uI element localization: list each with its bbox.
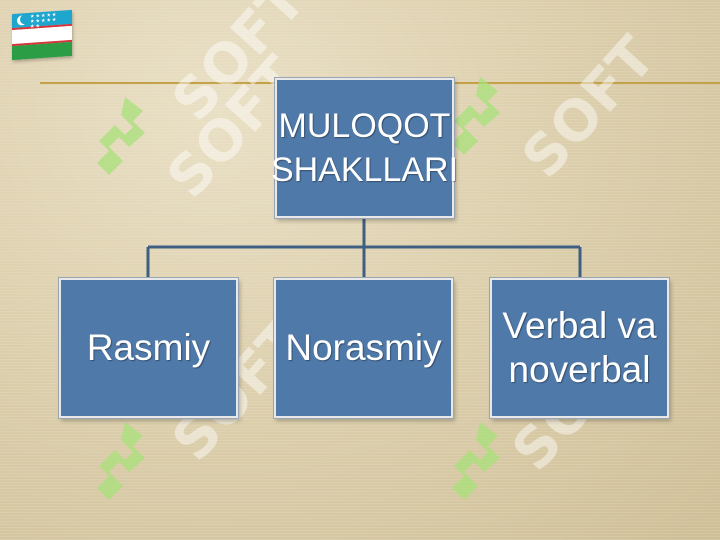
- child-node-label: Rasmiy: [86, 327, 211, 368]
- watermark-logo-icon: [452, 77, 500, 155]
- child-node-label-line2: noverbal: [508, 349, 651, 390]
- watermark-logo-icon: [97, 97, 145, 175]
- child-node-verbal: Verbal va noverbal: [490, 278, 669, 418]
- root-node-label-line1: MULOQOT: [278, 107, 451, 145]
- child-node-rasmiy: Rasmiy: [59, 278, 238, 418]
- root-node: MULOQOT SHAKLLARI: [271, 78, 458, 218]
- child-node-label-line1: Verbal va: [502, 305, 657, 346]
- child-node-label: Norasmiy: [285, 327, 442, 368]
- watermark-logo-icon: [97, 422, 145, 500]
- root-node-label-line2: SHAKLLARI: [270, 151, 459, 189]
- child-node-norasmiy: Norasmiy: [274, 278, 453, 418]
- watermark-logo-icon: [452, 422, 500, 500]
